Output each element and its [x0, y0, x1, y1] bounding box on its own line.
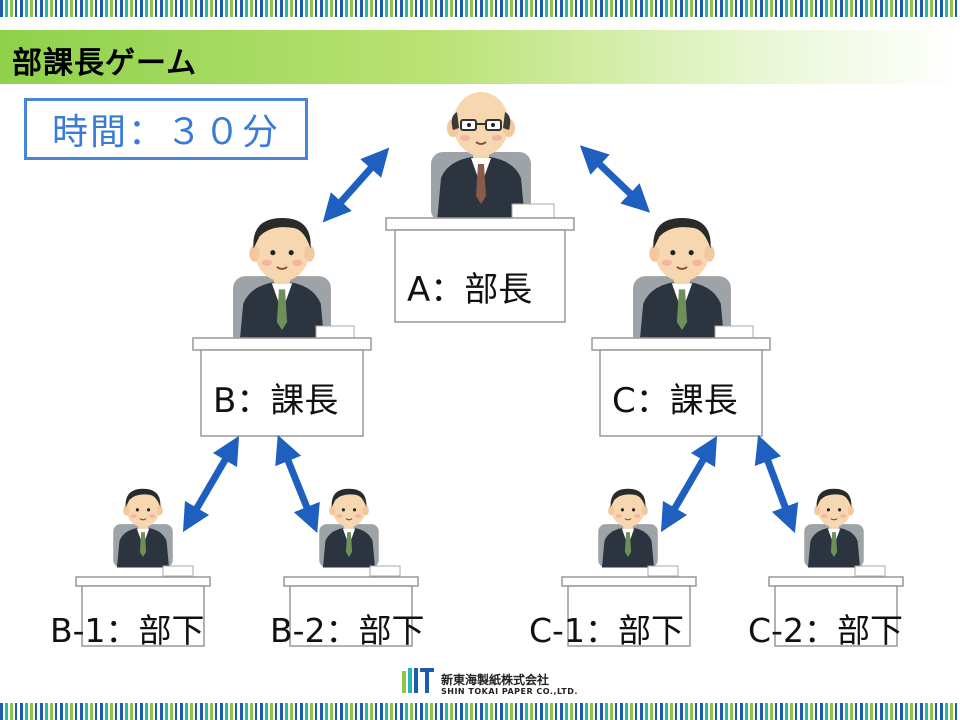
- company-name-jp: 新東海製紙株式会社: [441, 673, 550, 687]
- node-label-a: A：部長: [407, 270, 533, 310]
- title-band: [0, 30, 960, 84]
- slide-title: 部課長ゲーム: [12, 46, 198, 81]
- desk-c: [591, 337, 771, 437]
- arrow-a-b: [322, 147, 390, 223]
- node-label-c1: C-1：部下: [529, 611, 684, 650]
- bottom-decorative-stripe: [0, 703, 960, 720]
- desk-b: [192, 337, 372, 437]
- company-logo-mark: [402, 668, 434, 693]
- node-label-c: C：課長: [612, 381, 738, 421]
- arrow-b-b1: [182, 435, 240, 533]
- person-b1-illustration: [75, 488, 211, 647]
- person-a-illustration: [430, 91, 555, 223]
- time-limit-box: 時間：３０分: [24, 98, 308, 160]
- top-decorative-stripe: [0, 0, 960, 17]
- person-c-illustration: [632, 217, 754, 349]
- arrow-c-c1: [660, 435, 718, 533]
- person-b-illustration: [232, 217, 355, 349]
- node-label-b2: B-2：部下: [270, 611, 425, 650]
- time-limit-label: 時間：３０分: [51, 112, 280, 153]
- person-b2-illustration: [283, 488, 419, 647]
- arrow-c-c2: [754, 434, 799, 534]
- desk-a: [385, 217, 575, 323]
- node-label-b1: B-1：部下: [50, 611, 205, 650]
- node-label-b: B：課長: [213, 381, 339, 421]
- company-name-en: SHIN TOKAI PAPER CO.,LTD.: [441, 687, 578, 696]
- node-label-c2: C-2：部下: [748, 611, 903, 650]
- person-c2-illustration: [768, 488, 904, 647]
- person-c1-illustration: [561, 488, 697, 647]
- arrow-b-b2: [275, 435, 320, 533]
- arrow-a-c: [579, 145, 651, 213]
